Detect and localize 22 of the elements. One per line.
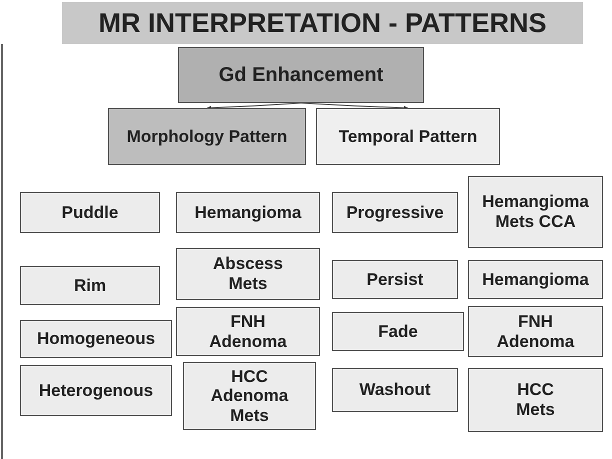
pattern-box: HCC Adenoma Mets	[183, 362, 316, 430]
category-box: Temporal Pattern	[316, 108, 500, 165]
title: MR INTERPRETATION - PATTERNS	[62, 2, 583, 44]
pattern-box: Fade	[332, 312, 464, 351]
arrow	[206, 102, 302, 110]
pattern-box: Puddle	[20, 192, 160, 233]
category-box: Morphology Pattern	[108, 108, 306, 165]
pattern-box: Hemangioma	[468, 260, 603, 299]
pattern-box: HCC Mets	[468, 368, 603, 432]
pattern-box: Homogeneous	[20, 320, 172, 358]
pattern-box: FNH Adenoma	[176, 307, 320, 356]
pattern-box: Hemangioma Mets CCA	[468, 176, 603, 248]
pattern-box: Persist	[332, 260, 458, 299]
pattern-box: Heterogenous	[20, 365, 172, 416]
pattern-box: Rim	[20, 266, 160, 305]
pattern-box: Hemangioma	[176, 192, 320, 233]
pattern-box: Progressive	[332, 192, 458, 233]
pattern-box: FNH Adenoma	[468, 306, 603, 357]
root-box: Gd Enhancement	[178, 47, 424, 103]
pattern-box: Washout	[332, 368, 458, 412]
pattern-box: Abscess Mets	[176, 248, 320, 300]
arrow	[300, 102, 408, 110]
